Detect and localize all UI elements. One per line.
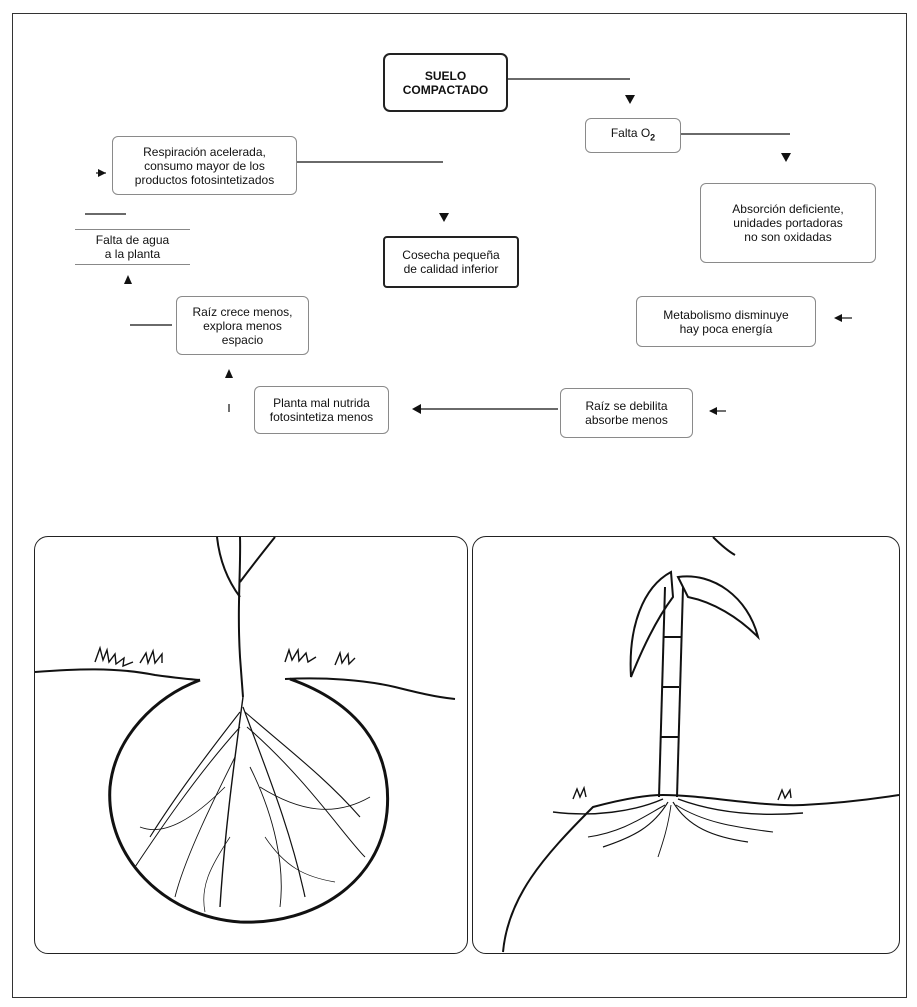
- root: [139, 786, 226, 830]
- respiracion-node: Respiración acelerada, consumo mayor de …: [112, 136, 297, 195]
- root: [219, 696, 244, 908]
- arrowhead-raiz: [709, 407, 717, 415]
- falta-o2-text: Falta O: [610, 126, 651, 141]
- planta-label: Planta mal nutrida fotosintetiza menos: [269, 396, 374, 424]
- grass-tuft: [94, 645, 134, 668]
- falta-o2-subscript: 2: [650, 132, 656, 143]
- planta-node: Planta mal nutrida fotosintetiza menos: [254, 386, 389, 434]
- root: [675, 804, 774, 833]
- raiz-crece-node: Raíz crece menos, explora menos espacio: [176, 296, 309, 355]
- stalk: [658, 586, 666, 798]
- root: [602, 801, 669, 848]
- falta-o2-node: Falta O2: [585, 118, 681, 153]
- root: [244, 711, 361, 818]
- root: [657, 804, 672, 858]
- leaf: [629, 570, 675, 678]
- falta-agua-node: Falta de agua a la planta: [75, 229, 190, 265]
- root: [249, 766, 282, 908]
- left-illustration-panel: [34, 536, 468, 954]
- arrowhead-to-resp: [98, 169, 106, 177]
- absorcion-node: Absorción deficiente, unidades portadora…: [700, 183, 876, 263]
- trunk: [237, 537, 244, 698]
- arrowhead-to-absorcion: [781, 153, 791, 162]
- compacted-soil-shallow-roots-illustration: [502, 537, 899, 953]
- root: [242, 706, 306, 898]
- right-illustration-panel: [472, 536, 900, 954]
- figure-frame: [12, 13, 907, 998]
- metabolismo-label: Metabolismo disminuye hay poca energía: [663, 307, 789, 336]
- root: [174, 756, 236, 898]
- branch: [239, 537, 276, 583]
- respiracion-label: Respiración acelerada, consumo mayor de …: [134, 144, 275, 187]
- root-node-label: SUELO COMPACTADO: [402, 68, 489, 97]
- leaf: [676, 575, 760, 641]
- raiz-debilita-node: Raíz se debilita absorbe menos: [560, 388, 693, 438]
- metabolismo-node: Metabolismo disminuye hay poca energía: [636, 296, 816, 347]
- root: [672, 801, 749, 843]
- root: [587, 804, 666, 838]
- cosecha-node: Cosecha pequeña de calidad inferior: [383, 236, 519, 288]
- root: [134, 726, 241, 868]
- raiz-debilita-label: Raíz se debilita absorbe menos: [585, 399, 668, 427]
- root: [246, 726, 366, 858]
- leaf: [712, 537, 736, 556]
- grass-tuft: [139, 648, 163, 666]
- arrowhead-to-planta: [412, 404, 421, 414]
- root-ball-outline: [108, 677, 390, 924]
- root: [677, 798, 804, 816]
- arrowhead-to-falta-agua: [124, 275, 132, 284]
- ground-surface: [502, 793, 899, 953]
- cosecha-label: Cosecha pequeña de calidad inferior: [402, 248, 500, 276]
- arrowhead-to-cosecha: [439, 213, 449, 222]
- falta-o2-label: Falta O2: [611, 126, 655, 144]
- grass-tuft: [284, 647, 317, 664]
- root: [259, 786, 371, 810]
- loose-soil-deep-roots-illustration: [35, 537, 456, 924]
- ground-line: [35, 668, 201, 681]
- grass-tuft: [334, 650, 356, 666]
- grass-tuft: [572, 785, 587, 800]
- grass-tuft: [777, 787, 792, 801]
- falta-agua-label: Falta de agua a la planta: [95, 233, 170, 261]
- root-node: SUELO COMPACTADO: [383, 53, 508, 112]
- absorcion-label: Absorción deficiente, unidades portadora…: [732, 202, 844, 244]
- root: [203, 836, 231, 913]
- arrowhead-to-raiz-crece: [225, 369, 233, 378]
- arrowhead-to-o2: [625, 95, 635, 104]
- arrowhead-metab: [834, 314, 842, 322]
- root: [552, 798, 664, 815]
- ground-line: [284, 677, 456, 700]
- raiz-crece-label: Raíz crece menos, explora menos espacio: [192, 304, 293, 347]
- root: [149, 711, 241, 838]
- stalk: [676, 586, 684, 798]
- branch: [216, 537, 241, 598]
- root: [264, 836, 336, 883]
